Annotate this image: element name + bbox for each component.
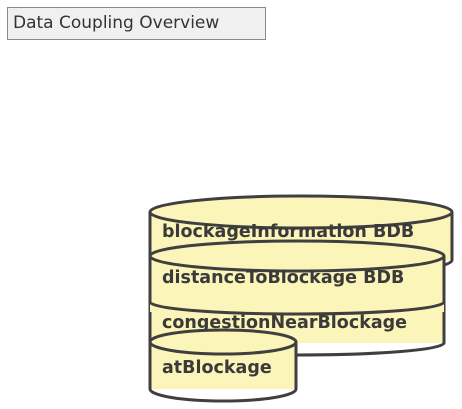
data-store-at-blockage[interactable]: atBlockage (148, 328, 298, 403)
data-store-distance-to-blockage[interactable]: distanceToBlockage BDB (148, 239, 446, 316)
data-store-label: atBlockage (162, 358, 272, 378)
data-store-label: distanceToBlockage BDB (162, 268, 404, 288)
data-store-label: blockageInformation BDB (162, 222, 414, 242)
diagram-title: Data Coupling Overview (7, 7, 266, 40)
data-store-label: congestionNearBlockage (162, 313, 407, 333)
